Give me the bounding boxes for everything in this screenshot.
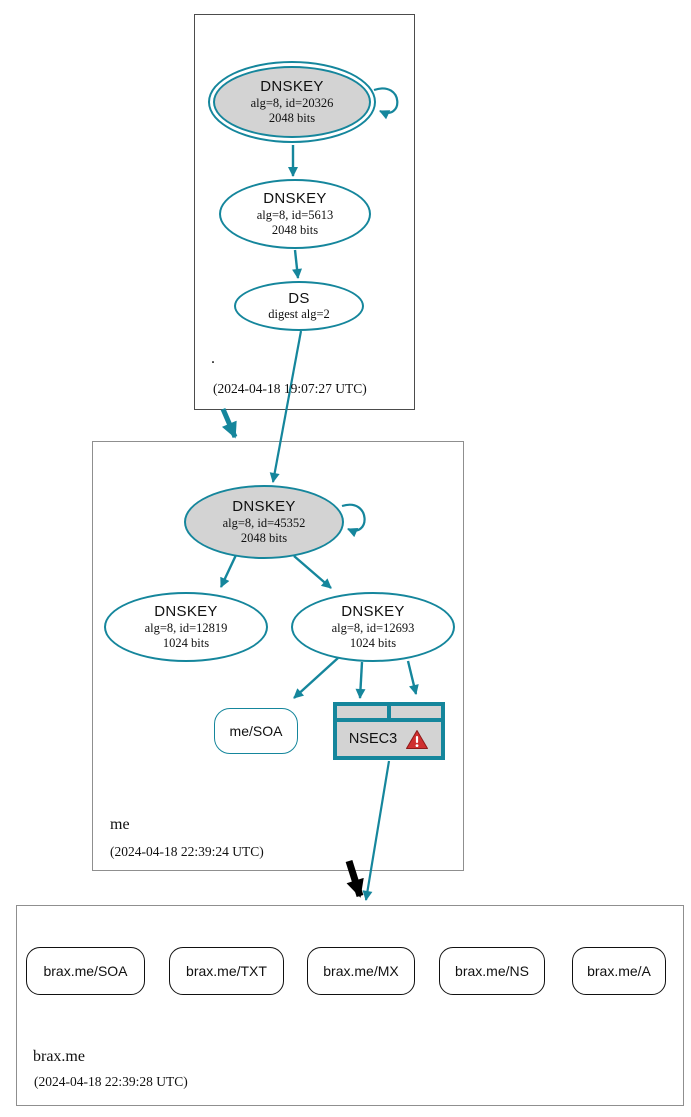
node-root-ksk-inner: DNSKEY alg=8, id=20326 2048 bits xyxy=(213,66,371,138)
node-type-label: DNSKEY xyxy=(341,603,405,621)
nsec3-label: NSEC3 xyxy=(348,731,398,747)
node-me-zsk-dnskey-12819[interactable]: DNSKEY alg=8, id=12819 1024 bits xyxy=(104,592,268,662)
node-me-zsk-dnskey-12693[interactable]: DNSKEY alg=8, id=12693 1024 bits xyxy=(291,592,455,662)
node-me-soa[interactable]: me/SOA xyxy=(214,708,298,754)
node-brax-me-soa[interactable]: brax.me/SOA xyxy=(26,947,145,995)
node-brax-me-txt[interactable]: brax.me/TXT xyxy=(169,947,284,995)
node-ds[interactable]: DS digest alg=2 xyxy=(234,281,364,331)
edge-delegation-root-to-me xyxy=(220,408,238,439)
rrset-label: me/SOA xyxy=(229,723,283,739)
node-type-label: DNSKEY xyxy=(260,78,324,96)
rrset-label: brax.me/SOA xyxy=(43,963,128,979)
node-root-ksk-dnskey-20326[interactable]: DNSKEY alg=8, id=20326 2048 bits xyxy=(208,61,376,143)
nsec3-header-cell-left xyxy=(337,706,387,718)
rrset-label: brax.me/TXT xyxy=(186,963,267,979)
warning-icon xyxy=(406,729,429,749)
node-bits-label: 2048 bits xyxy=(268,110,316,125)
zone-box-brax-me xyxy=(16,905,684,1106)
node-alg-label: alg=8, id=5613 xyxy=(256,207,334,222)
node-type-label: DNSKEY xyxy=(263,190,327,208)
zone-name-me: me xyxy=(110,816,130,833)
node-bits-label: 2048 bits xyxy=(271,222,319,237)
node-bits-label: 1024 bits xyxy=(349,635,397,650)
node-bits-label: 1024 bits xyxy=(162,635,210,650)
nsec3-header-cell-right xyxy=(391,706,441,718)
node-brax-me-mx[interactable]: brax.me/MX xyxy=(307,947,415,995)
node-alg-label: alg=8, id=12693 xyxy=(331,620,415,635)
node-me-ksk-dnskey-45352[interactable]: DNSKEY alg=8, id=45352 2048 bits xyxy=(184,485,344,559)
node-type-label: DNSKEY xyxy=(232,498,296,516)
zone-timestamp-me: (2024-04-18 22:39:24 UTC) xyxy=(110,844,264,859)
node-brax-me-ns[interactable]: brax.me/NS xyxy=(439,947,545,995)
rrset-label: brax.me/MX xyxy=(323,963,399,979)
rrset-label: brax.me/A xyxy=(587,963,651,979)
node-digest-label: digest alg=2 xyxy=(268,307,330,322)
zone-name-brax-me: brax.me xyxy=(33,1048,85,1065)
zone-timestamp-brax-me: (2024-04-18 22:39:28 UTC) xyxy=(34,1074,188,1089)
zone-box-root xyxy=(194,14,415,410)
zone-timestamp-root: (2024-04-18 19:07:27 UTC) xyxy=(213,381,367,396)
node-bits-label: 2048 bits xyxy=(240,530,288,545)
node-alg-label: alg=8, id=12819 xyxy=(144,620,228,635)
node-type-label: DNSKEY xyxy=(154,603,218,621)
node-root-zsk-dnskey-5613[interactable]: DNSKEY alg=8, id=5613 2048 bits xyxy=(219,179,371,249)
node-brax-me-a[interactable]: brax.me/A xyxy=(572,947,666,995)
node-type-label: DS xyxy=(288,289,310,307)
node-alg-label: alg=8, id=45352 xyxy=(222,515,306,530)
nsec3-body: NSEC3 xyxy=(337,722,441,756)
node-alg-label: alg=8, id=20326 xyxy=(250,95,334,110)
rrset-label: brax.me/NS xyxy=(455,963,529,979)
nsec3-header-row xyxy=(337,706,441,718)
zone-name-root: . xyxy=(211,350,215,367)
node-nsec3[interactable]: NSEC3 xyxy=(333,702,445,760)
